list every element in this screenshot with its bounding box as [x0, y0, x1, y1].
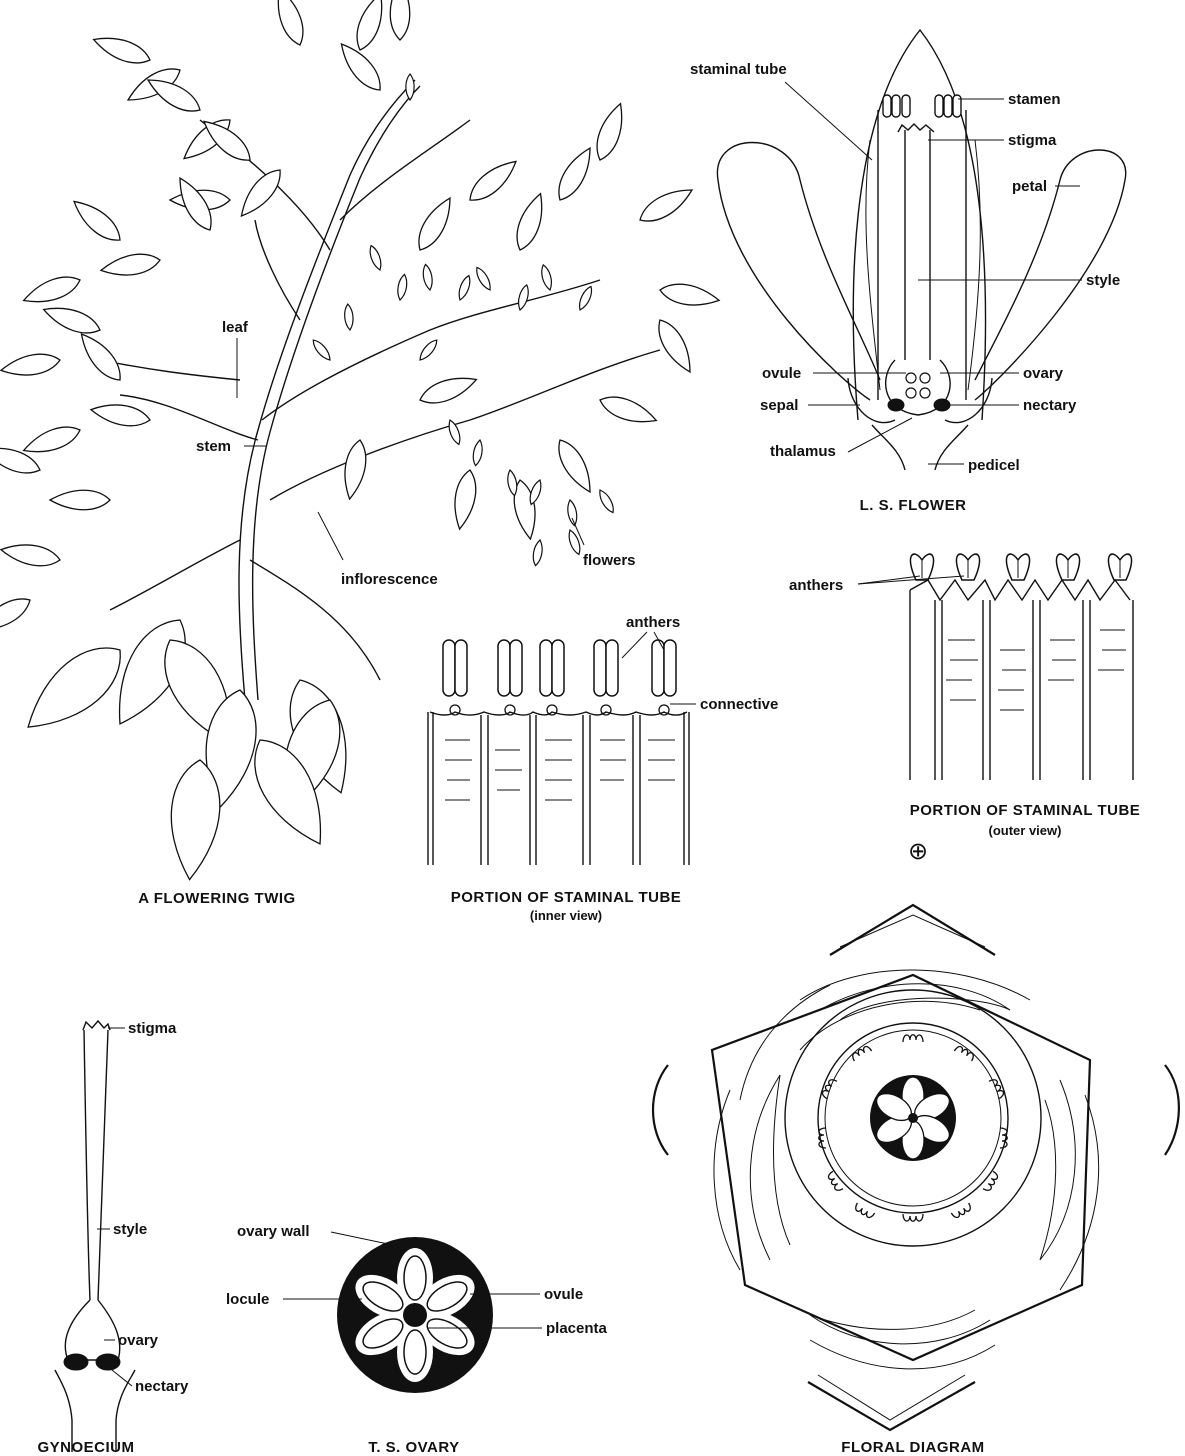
- label-style-gyn: style: [113, 1221, 147, 1238]
- caption-ts-ovary: T. S. OVARY: [368, 1439, 459, 1456]
- caption-flowering-twig: A FLOWERING TWIG: [138, 890, 295, 907]
- caption-gynoecium: GYNOECIUM: [37, 1439, 134, 1456]
- label-placenta: placenta: [546, 1320, 608, 1337]
- label-stamen: stamen: [1008, 91, 1061, 108]
- staminal-tube-inner-illustration: [428, 640, 689, 865]
- floral-diagram-labels: FLORAL DIAGRAM: [841, 1439, 984, 1456]
- label-leaf: leaf: [222, 319, 249, 336]
- label-thalamus: thalamus: [770, 443, 836, 460]
- label-nectary-ls: nectary: [1023, 397, 1077, 414]
- caption-floral-diagram: FLORAL DIAGRAM: [841, 1439, 984, 1456]
- label-petal: petal: [1012, 178, 1047, 195]
- label-stigma-ls: stigma: [1008, 132, 1057, 149]
- caption-staminal-outer: PORTION OF STAMINAL TUBE: [910, 802, 1141, 819]
- label-anthers-inner: anthers: [626, 614, 680, 631]
- subcaption-staminal-outer: (outer view): [989, 823, 1062, 838]
- staminal-outer-labels: anthers PORTION OF STAMINAL TUBE (outer …: [789, 576, 1140, 865]
- label-anthers-outer: anthers: [789, 577, 843, 594]
- label-ovary-ls: ovary: [1023, 365, 1064, 382]
- label-locule: locule: [226, 1291, 269, 1308]
- actinomorphic-symbol: ⊕: [908, 838, 928, 865]
- label-style-ls: style: [1086, 272, 1120, 289]
- label-stigma-gyn: stigma: [128, 1020, 177, 1037]
- label-pedicel: pedicel: [968, 457, 1020, 474]
- label-sepal: sepal: [760, 397, 798, 414]
- label-ovary-gyn: ovary: [118, 1332, 159, 1349]
- subcaption-staminal-inner: (inner view): [530, 908, 602, 923]
- label-ovule-ts: ovule: [544, 1286, 583, 1303]
- label-flowers: flowers: [583, 552, 636, 569]
- label-ovule-ls: ovule: [762, 365, 801, 382]
- floral-diagram-illustration: [653, 905, 1179, 1430]
- label-inflorescence: inflorescence: [341, 571, 438, 588]
- caption-staminal-inner: PORTION OF STAMINAL TUBE: [451, 889, 682, 906]
- caption-ls-flower: L. S. FLOWER: [860, 497, 967, 514]
- label-staminal-tube: staminal tube: [690, 61, 787, 78]
- ts-ovary-illustration: [337, 1237, 493, 1393]
- gynoecium-labels: stigma style ovary nectary GYNOECIUM: [37, 1020, 189, 1456]
- label-nectary-gyn: nectary: [135, 1378, 189, 1395]
- flowering-twig-illustration: [0, 0, 721, 882]
- label-ovary-wall: ovary wall: [237, 1223, 310, 1240]
- label-connective: connective: [700, 696, 778, 713]
- label-stem: stem: [196, 438, 231, 455]
- staminal-tube-outer-illustration: [910, 554, 1133, 780]
